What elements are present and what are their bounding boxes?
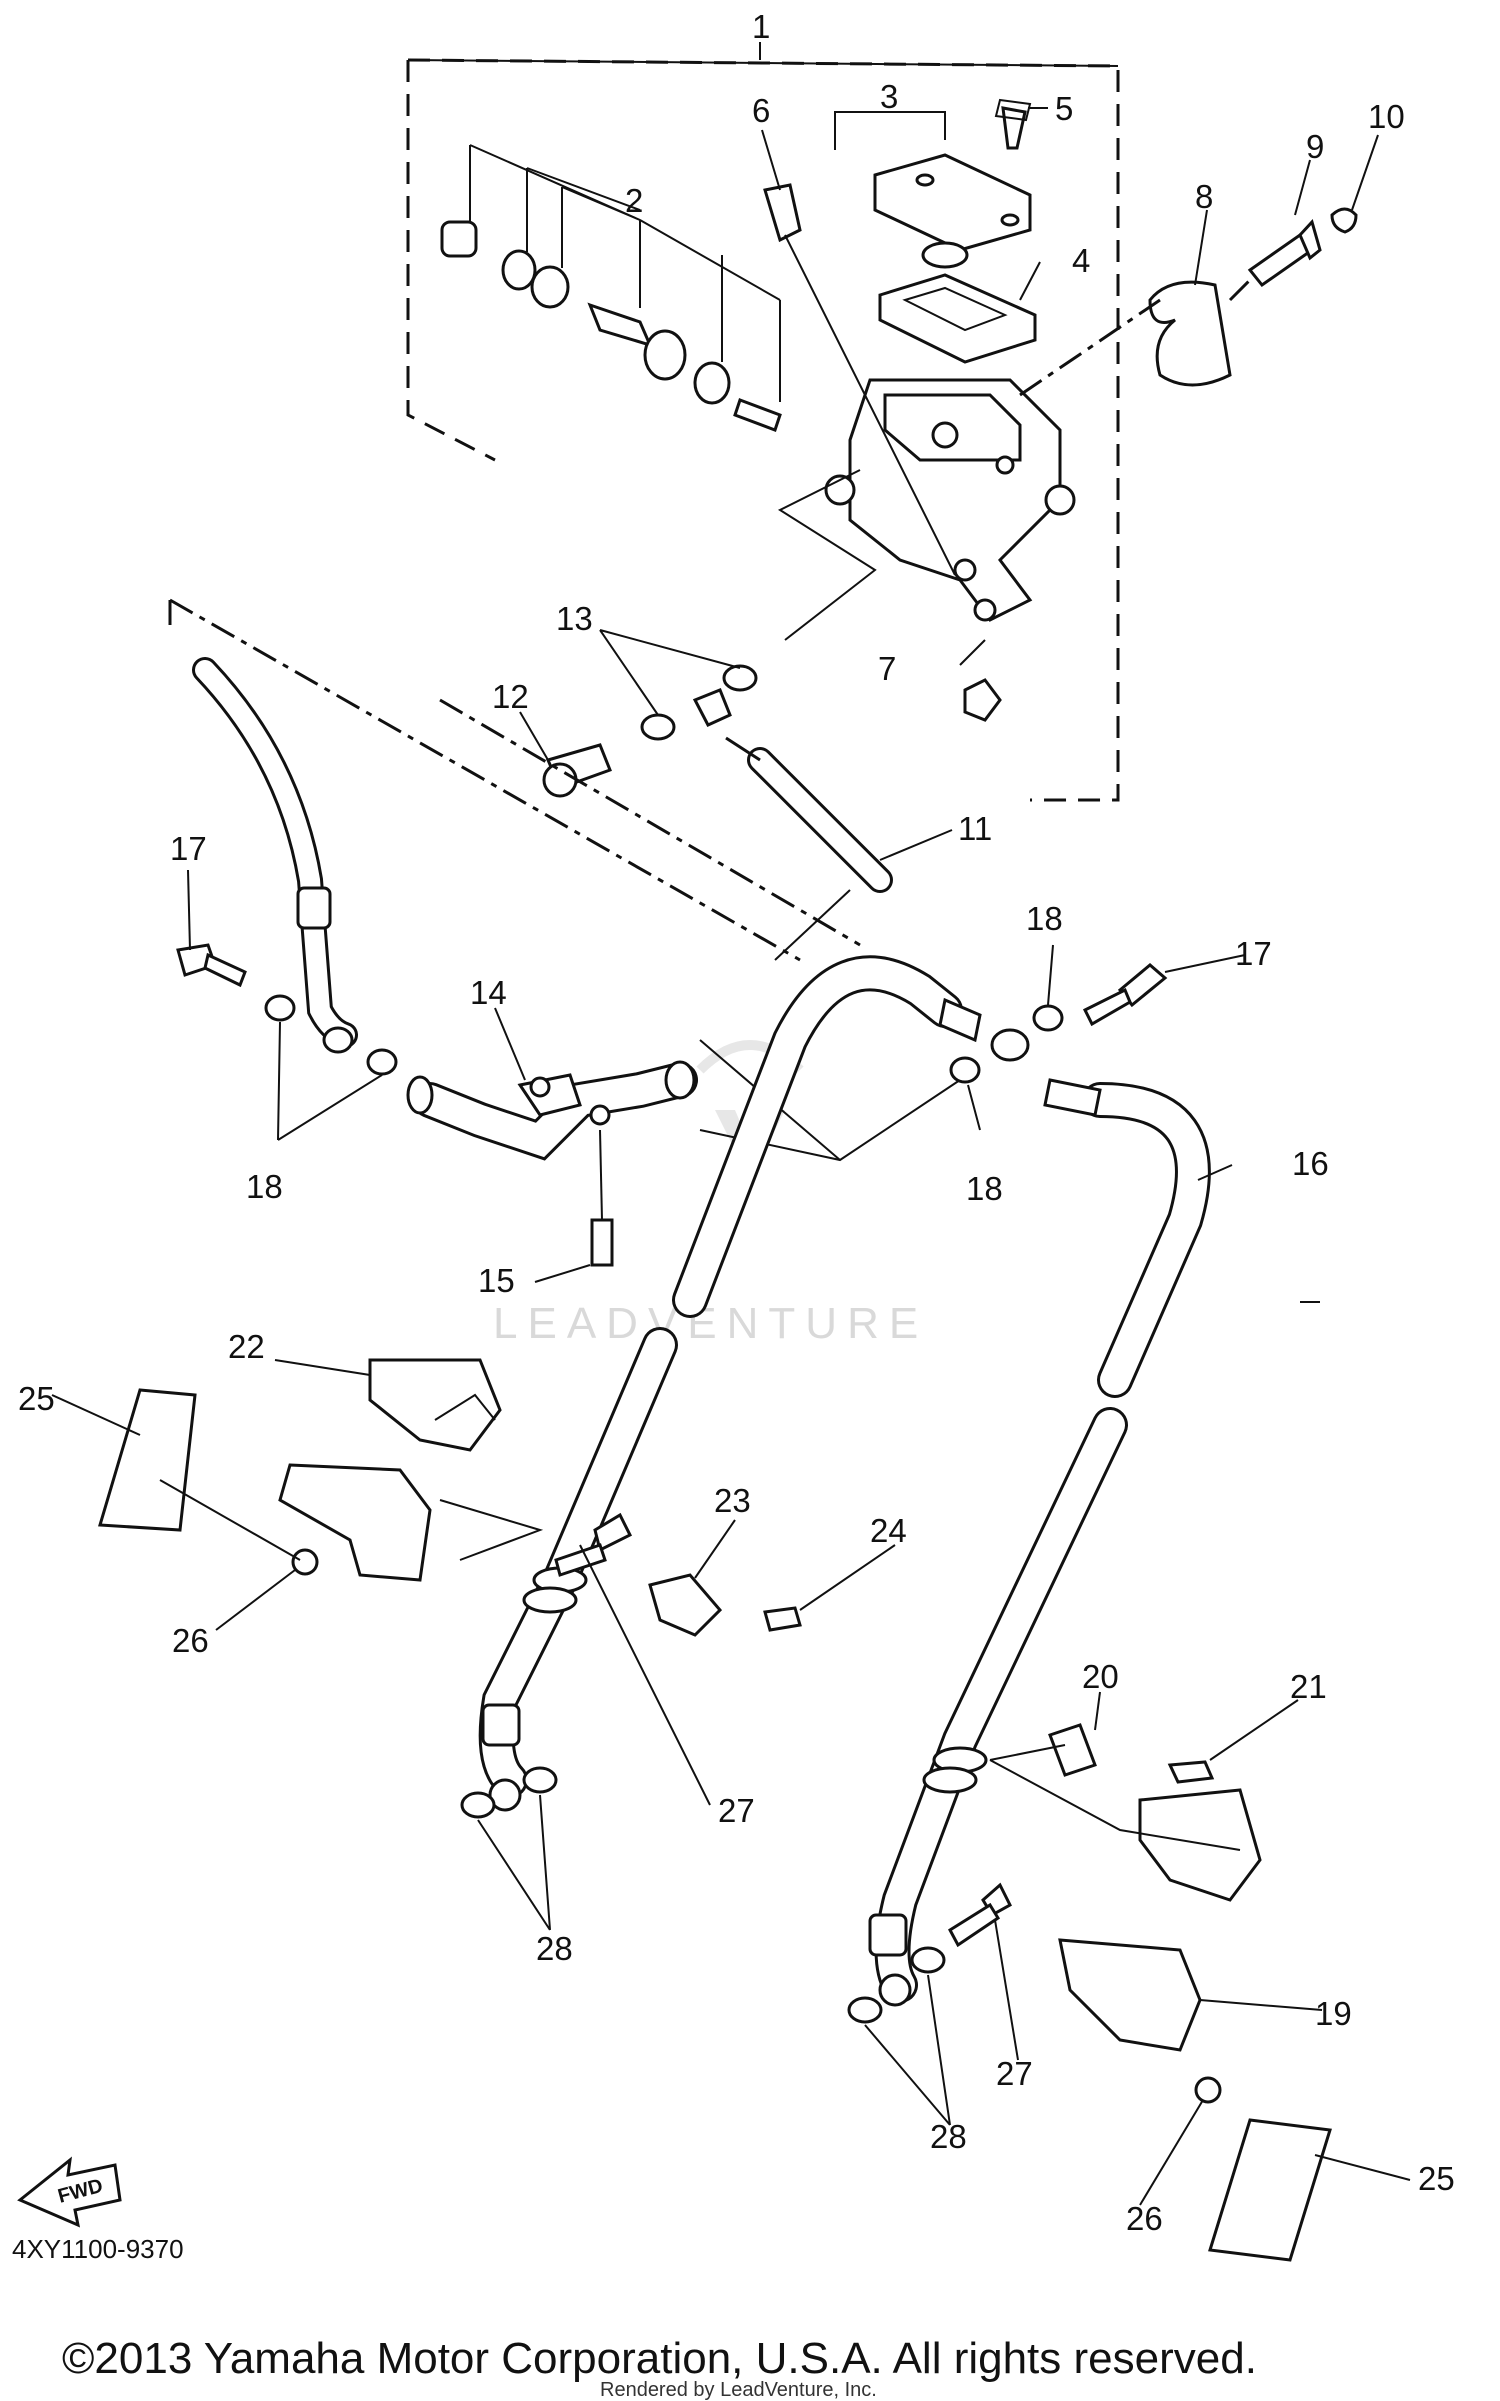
callout-10: 10 bbox=[1368, 98, 1405, 135]
callout-8: 8 bbox=[1195, 178, 1213, 215]
left-hose-to-joint bbox=[192, 657, 358, 1048]
callout-12: 12 bbox=[492, 678, 529, 715]
callout-1: 1 bbox=[752, 8, 770, 45]
diagram-code: 4XY1100-9370 bbox=[12, 2234, 184, 2264]
callout-28-right: 28 bbox=[930, 2118, 967, 2155]
rendered-by-credit: Rendered by LeadVenture, Inc. bbox=[600, 2379, 877, 2401]
callout-18-right: 18 bbox=[966, 1170, 1003, 1207]
left-bracket-assembly bbox=[98, 1358, 544, 1582]
callout-13: 13 bbox=[556, 600, 593, 637]
callout-leaders bbox=[51, 42, 1411, 2206]
callout-25-right: 25 bbox=[1418, 2160, 1455, 2197]
callout-23: 23 bbox=[714, 1482, 751, 1519]
callout-17-left: 17 bbox=[170, 830, 207, 867]
callout-11: 11 bbox=[958, 810, 992, 847]
callout-16: 16 bbox=[1292, 1145, 1329, 1182]
master-cylinder-body bbox=[824, 378, 1076, 622]
callout-numbers: 1 2 3 4 5 6 7 8 9 10 11 12 13 14 15 16 1… bbox=[18, 8, 1455, 2237]
callout-21: 21 bbox=[1290, 1668, 1327, 1705]
bleed-screw bbox=[763, 183, 956, 576]
callout-7: 7 bbox=[878, 650, 896, 687]
callout-20: 20 bbox=[1082, 1658, 1119, 1695]
brake-hose-16 bbox=[672, 955, 1211, 1398]
callout-6: 6 bbox=[752, 92, 770, 129]
callout-17-right: 17 bbox=[1235, 935, 1272, 972]
clamps-and-bolts bbox=[460, 1512, 1012, 2024]
bolt-15 bbox=[590, 1129, 614, 1267]
copyright-notice: ©2013 Yamaha Motor Corporation, U.S.A. A… bbox=[62, 2334, 1257, 2383]
callout-27-left: 27 bbox=[718, 1792, 755, 1829]
callout-2: 2 bbox=[625, 182, 643, 219]
callout-5: 5 bbox=[1055, 90, 1073, 127]
callout-28-left: 28 bbox=[536, 1930, 573, 1967]
reservoir-cap-parts bbox=[873, 98, 1037, 364]
callout-18-left: 18 bbox=[246, 1168, 283, 1205]
callout-24: 24 bbox=[870, 1512, 907, 1549]
callout-18-top: 18 bbox=[1026, 900, 1063, 937]
upper-brake-hose-fittings bbox=[542, 664, 893, 893]
callout-15: 15 bbox=[478, 1262, 515, 1299]
watermark-text: LEADVENTURE bbox=[493, 1299, 928, 1348]
brake-hose-joint bbox=[406, 1060, 698, 1161]
handlebar-holder bbox=[1019, 207, 1358, 397]
callout-19: 19 bbox=[1315, 1995, 1352, 2032]
banjo-bolts-17 bbox=[176, 943, 1168, 1084]
callout-9: 9 bbox=[1306, 128, 1324, 165]
right-bracket-assembly bbox=[989, 1723, 1332, 2262]
lower-right-hose bbox=[868, 1407, 1128, 2007]
lower-left-hose bbox=[478, 1327, 678, 1812]
callout-25-left: 25 bbox=[18, 1380, 55, 1417]
callout-26-left: 26 bbox=[172, 1622, 209, 1659]
forward-arrow-icon: FWD bbox=[17, 2156, 122, 2228]
fitting-7 bbox=[959, 639, 1002, 722]
callout-22: 22 bbox=[228, 1328, 265, 1365]
callout-26-right: 26 bbox=[1126, 2200, 1163, 2237]
callout-14: 14 bbox=[470, 974, 507, 1011]
piston-kit-parts bbox=[440, 144, 782, 432]
callout-27-right: 27 bbox=[996, 2055, 1033, 2092]
master-cylinder-assembly-box bbox=[406, 58, 1120, 802]
callout-4: 4 bbox=[1072, 242, 1090, 279]
callout-3: 3 bbox=[880, 78, 898, 115]
